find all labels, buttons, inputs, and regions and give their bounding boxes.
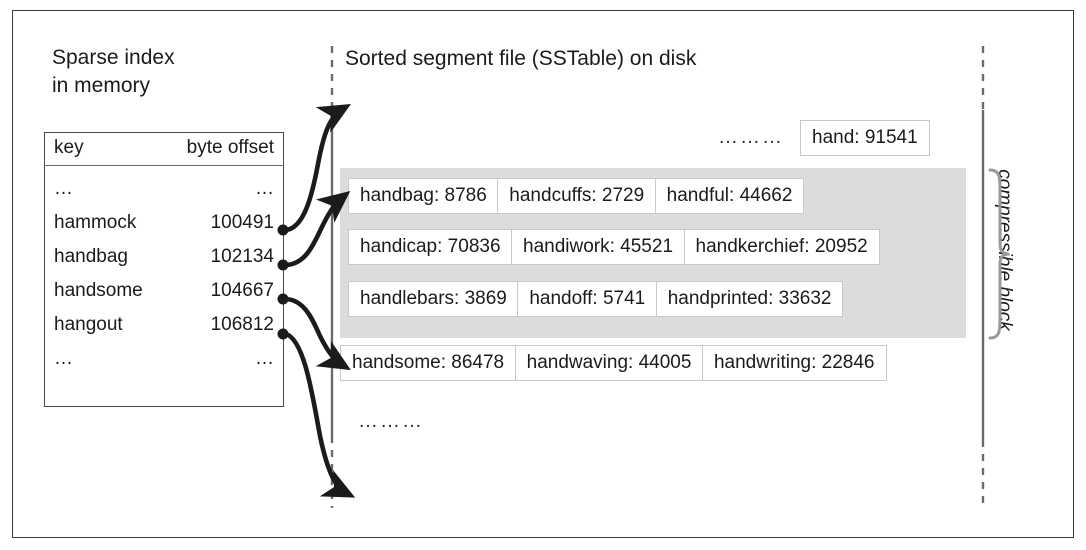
row-offset: … [255, 348, 274, 369]
segment-entry: handwriting: 22846 [701, 345, 887, 381]
table-row: … … [45, 343, 283, 377]
segment-entry: hand: 91541 [800, 120, 930, 156]
segment-entry: handcuffs: 2729 [497, 178, 657, 214]
row-key: hangout [54, 314, 123, 335]
segment-entry: handprinted: 33632 [655, 281, 844, 317]
segment-entry: handful: 44662 [654, 178, 805, 214]
segment-row-tail: handsome: 86478 handwaving: 44005 handwr… [340, 345, 887, 381]
sstable-title: Sorted segment file (SSTable) on disk [345, 47, 697, 70]
segment-entry: handoff: 5741 [517, 281, 658, 317]
segment-entry: handicap: 70836 [348, 229, 513, 265]
segment-entry: handbag: 8786 [348, 178, 499, 214]
row-offset: 100491 [210, 212, 274, 233]
segment-row-3: handlebars: 3869 handoff: 5741 handprint… [348, 281, 844, 317]
index-table-body: … … hammock 100491 handbag 102134 handso… [45, 166, 283, 377]
segment-entry: handiwork: 45521 [511, 229, 686, 265]
segment-entry: handlebars: 3869 [348, 281, 519, 317]
segment-entry: handkerchief: 20952 [683, 229, 880, 265]
row-key: … [54, 178, 73, 199]
segment-row-top: hand: 91541 [800, 120, 930, 156]
segment-ellipsis-bottom: ……… [358, 410, 424, 432]
row-offset: … [255, 178, 274, 199]
segment-entry: handwaving: 44005 [514, 345, 704, 381]
sparse-index-title: Sparse index in memory [52, 46, 175, 97]
table-row: hammock 100491 [45, 207, 283, 241]
sparse-index-table: key byte offset … … hammock 100491 handb… [44, 132, 284, 407]
column-header-byte-offset: byte offset [186, 137, 274, 158]
segment-entry: handsome: 86478 [340, 345, 517, 381]
compressible-block-label: compressible block [994, 169, 1015, 331]
segment-ellipsis-top: ……… [718, 126, 784, 148]
table-row: handsome 104667 [45, 275, 283, 309]
segment-row-1: handbag: 8786 handcuffs: 2729 handful: 4… [348, 178, 805, 214]
row-offset: 106812 [210, 314, 274, 335]
segment-row-2: handicap: 70836 handiwork: 45521 handker… [348, 229, 880, 265]
column-header-key: key [54, 137, 84, 158]
index-table-header: key byte offset [45, 133, 283, 166]
row-key: handsome [54, 280, 143, 301]
row-offset: 104667 [210, 280, 274, 301]
row-key: hammock [54, 212, 137, 233]
row-offset: 102134 [210, 246, 274, 267]
table-row: … … [45, 173, 283, 207]
table-row: hangout 106812 [45, 309, 283, 343]
row-key: … [54, 348, 73, 369]
row-key: handbag [54, 246, 128, 267]
table-row: handbag 102134 [45, 241, 283, 275]
